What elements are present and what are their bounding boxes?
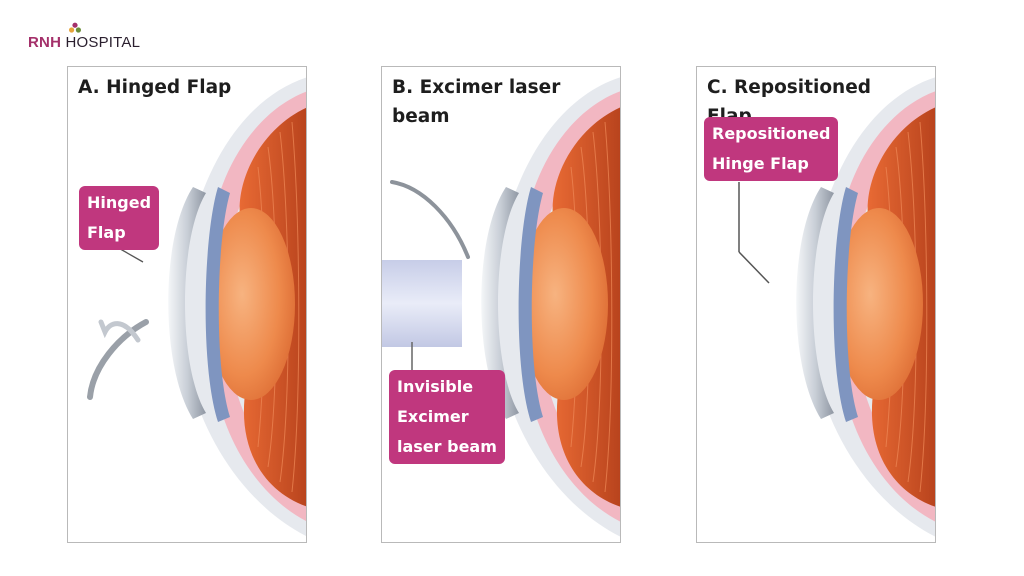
panel-b-title: B. Excimer laser beam [392, 77, 561, 127]
panel-a-title: A. Hinged Flap [78, 77, 232, 98]
flower-logo-icon [69, 22, 81, 33]
eye-cross-section-icon [382, 76, 620, 538]
logo-brand: RNH [28, 34, 62, 51]
panel-hinged-flap: A. Hinged Flap [67, 66, 307, 543]
invisible-laser-label: Invisible Excimer laser beam [389, 370, 505, 464]
logo-suffix: HOSPITAL [65, 34, 141, 51]
logo-text: RNH HOSPITAL [28, 34, 140, 51]
curved-arrow-icon [98, 319, 141, 343]
eye-cross-section-icon [87, 76, 306, 538]
panel-excimer-laser: B. Excimer laser beam [381, 66, 621, 543]
panel-repositioned-flap: C. Repositioned Flap [696, 66, 936, 543]
eye-cross-section-icon [738, 76, 935, 538]
hinged-flap-label: Hinged Flap [79, 186, 160, 250]
repositioned-flap-label: Repositioned Hinge Flap [704, 117, 839, 181]
laser-beam-icon [382, 260, 462, 347]
